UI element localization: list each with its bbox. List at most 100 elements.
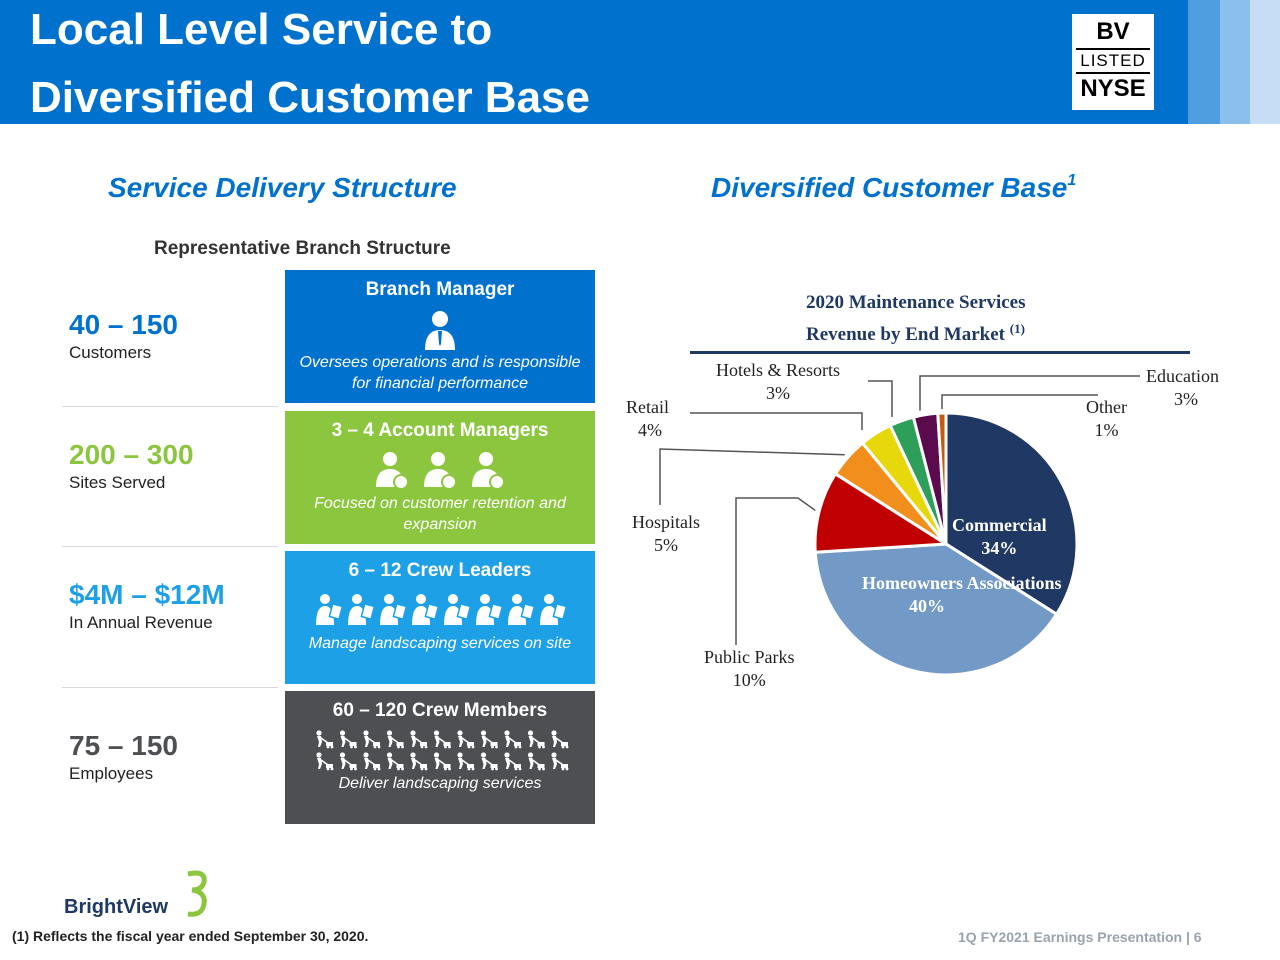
chart-title-footnote: (1) [1009,321,1025,336]
crew-leader-figure-icon [348,594,376,625]
divider [62,406,278,407]
customer-base-heading: Diversified Customer Base1 [711,170,1076,206]
slice-label-hotels: Hotels & Resorts 3% [716,359,840,405]
crew-leader-figure-icon [508,594,536,625]
branch-structure-title: Representative Branch Structure [154,238,451,259]
slice-label-retail: Retail 4% [626,396,669,442]
crew-leader-icon [285,589,595,633]
slice-label-homeowners: Homeowners Associations 40% [862,572,1062,618]
leader-line [690,412,863,431]
slice-label-public-parks: Public Parks 10% [704,646,795,692]
slice-name: Hospitals [632,512,701,532]
stat-value: 40 – 150 [69,309,178,340]
brightview-logo: BrightView [64,868,214,920]
pie-slice-other [936,411,948,545]
slice-label-commercial: Commercial 34% [952,514,1047,560]
nyse-listed-badge: BV LISTED NYSE [1072,14,1154,110]
slice-name: Retail [626,397,669,417]
crew-member-icon [285,727,595,775]
badge-listed: LISTED [1076,48,1150,74]
slice-name: Education [1146,366,1219,386]
box-title: 60 – 120 Crew Members [332,700,548,721]
stat-employees: 75 – 150 Employees [69,729,178,785]
divider [62,687,278,688]
crew-members-box: 60 – 120 Crew Members Deliver landscapin… [285,691,595,824]
slice-label-hospitals: Hospitals 5% [632,511,700,557]
box-description: Manage landscaping services on site [308,635,572,652]
leader-line [735,497,816,645]
crew-member-figure-icon [457,752,475,771]
stat-label: Sites Served [69,473,166,492]
manager-icon [285,308,595,352]
account-managers-box: 3 – 4 Account Managers Focused on custom… [285,411,595,544]
slice-name: Public Parks [704,647,795,667]
crew-member-figure-icon [527,730,545,749]
title-banner [0,0,1280,124]
slice-percent: 5% [654,535,678,555]
customer-base-heading-text: Diversified Customer Base [711,172,1068,203]
chart-title-line-1: 2020 Maintenance Services [806,292,1026,313]
slice-name: Homeowners Associations [862,573,1062,593]
page-title-line-2: Diversified Customer Base [30,73,590,122]
chart-title-line-2: Revenue by End Market [806,324,1005,345]
crew-member-figure-icon [551,730,569,749]
slice-name: Hotels & Resorts [716,360,840,380]
pie-slice-public-parks [813,471,951,554]
slice-percent: 3% [1174,389,1198,409]
chart-title: 2020 Maintenance Services Revenue by End… [806,290,1026,348]
slice-percent: 10% [732,670,766,690]
slice-name: Commercial [952,515,1047,535]
slice-name: Other [1086,397,1127,417]
slice-percent: 34% [981,538,1018,558]
box-description: Oversees operations and is responsible f… [299,354,581,392]
pie-slice-hotels-resorts [888,415,948,545]
crew-leader-figure-icon [316,594,344,625]
crew-member-figure-icon [410,752,428,771]
stat-value: $4M – $12M [69,579,225,610]
crew-leader-figure-icon [540,594,568,625]
banner-stripe [1188,0,1220,124]
pie-slice-retail [860,423,948,545]
footnote-marker: 1 [1067,172,1077,189]
crew-member-figure-icon [480,752,498,771]
stat-customers: 40 – 150 Customers [69,308,178,364]
crew-member-figure-icon [316,730,334,749]
slice-label-education: Education 3% [1146,365,1219,411]
box-description: Deliver landscaping services [338,775,542,792]
pie-slice-education [911,411,948,545]
crew-member-figure-icon [386,730,404,749]
crew-leader-figure-icon [476,594,504,625]
crew-member-figure-icon [527,752,545,771]
crew-member-figure-icon [363,752,381,771]
stat-sites-served: 200 – 300 Sites Served [69,438,194,494]
slice-percent: 40% [909,596,945,616]
banner-stripe [1250,0,1280,124]
account-manager-icon [285,449,595,493]
crew-member-figure-icon [410,730,428,749]
page-title-line-1: Local Level Service to [30,5,493,54]
box-title: 3 – 4 Account Managers [331,420,549,441]
crew-leaders-box: 6 – 12 Crew Leaders Manage landscaping s… [285,551,595,684]
divider [62,546,278,547]
crew-member-figure-icon [480,730,498,749]
badge-ticker: BV [1096,18,1130,45]
stat-value: 75 – 150 [69,730,178,761]
chart-title-rule [690,351,1190,354]
branch-manager-box: Branch Manager Oversees operations and i… [285,270,595,403]
crew-leader-figure-icon [444,594,472,625]
crew-member-figure-icon [433,730,451,749]
box-title: Branch Manager [365,279,515,300]
stat-value: 200 – 300 [69,439,194,470]
crew-member-figure-icon [386,752,404,771]
stat-label: Employees [69,764,154,783]
crew-member-figure-icon [339,730,357,749]
slice-label-other: Other 1% [1086,396,1127,442]
box-title: 6 – 12 Crew Leaders [348,560,532,581]
crew-member-figure-icon [339,752,357,771]
logo-wordmark: BrightView [64,896,169,918]
crew-leader-figure-icon [412,594,440,625]
crew-member-figure-icon [433,752,451,771]
slice-percent: 4% [638,420,662,440]
slice-percent: 3% [766,383,790,403]
banner-stripe [1220,0,1250,124]
